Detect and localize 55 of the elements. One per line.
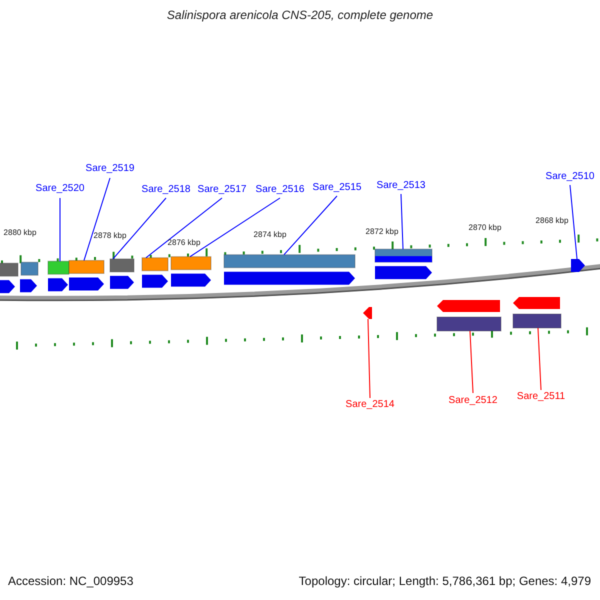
scale-label: 2880 kbp bbox=[4, 229, 36, 238]
gene-block bbox=[363, 307, 372, 319]
gene-label: Sare_2511 bbox=[516, 391, 566, 402]
scale-label: 2876 kbp bbox=[168, 239, 200, 248]
gene-box bbox=[142, 257, 168, 272]
gene-block bbox=[0, 280, 15, 294]
gene-label: Sare_2510 bbox=[546, 171, 594, 182]
gene-block bbox=[142, 274, 168, 288]
gene-label: Sare_2520 bbox=[36, 183, 84, 194]
leader-line bbox=[190, 198, 280, 258]
leader-line bbox=[570, 184, 578, 260]
gene-box bbox=[436, 316, 502, 332]
leader-line bbox=[538, 328, 542, 390]
gene-label: Sare_2515 bbox=[312, 182, 362, 193]
scale-label: 2868 kbp bbox=[536, 217, 568, 226]
leader-line bbox=[146, 198, 222, 258]
title: Salinispora arenicola CNS-205, complete genome bbox=[166, 9, 434, 22]
gene-block bbox=[48, 278, 68, 292]
gene-label: Sare_2516 bbox=[256, 184, 304, 195]
scale-label: 2870 kbp bbox=[468, 224, 502, 233]
gene-label: Sare_2519 bbox=[86, 163, 134, 174]
leader-line bbox=[84, 178, 110, 261]
gene-block bbox=[571, 259, 585, 272]
gene-block bbox=[375, 266, 432, 280]
gene-box bbox=[374, 248, 432, 263]
leader-line bbox=[470, 330, 474, 394]
gene-box bbox=[110, 258, 134, 272]
gene-label: Sare_2512 bbox=[448, 395, 498, 406]
gene-block bbox=[110, 276, 134, 289]
gene-box bbox=[170, 256, 212, 270]
gene-label: Sare_2514 bbox=[346, 399, 394, 410]
gene-block bbox=[20, 279, 37, 292]
gene-block bbox=[437, 300, 500, 312]
gene-block bbox=[224, 272, 355, 285]
leader-line bbox=[400, 194, 404, 250]
gene-box bbox=[224, 254, 356, 268]
gene-box bbox=[48, 260, 70, 275]
gene-box bbox=[68, 260, 104, 274]
scale-label: 2878 kbp bbox=[94, 232, 126, 241]
gene-block bbox=[69, 277, 104, 290]
gene-label: Sare_2517 bbox=[198, 184, 246, 195]
gene-box bbox=[0, 262, 18, 277]
leader-line bbox=[284, 196, 338, 256]
genome-info-text: Topology: circular; Length: 5,786,361 bp; Genes: 4,979 bbox=[298, 575, 591, 588]
accession-text: Accession: NC_009953 bbox=[8, 575, 134, 588]
leader-line bbox=[112, 198, 166, 260]
gene-block bbox=[171, 274, 211, 287]
gene-label: Sare_2513 bbox=[376, 180, 426, 191]
scale-label: 2872 kbp bbox=[366, 228, 398, 237]
gene-box bbox=[512, 314, 562, 328]
gene-box bbox=[20, 262, 38, 276]
gene-label: Sare_2518 bbox=[142, 184, 190, 195]
scale-label: 2874 kbp bbox=[254, 231, 286, 240]
gene-block bbox=[513, 297, 560, 309]
leader-line bbox=[368, 318, 370, 398]
